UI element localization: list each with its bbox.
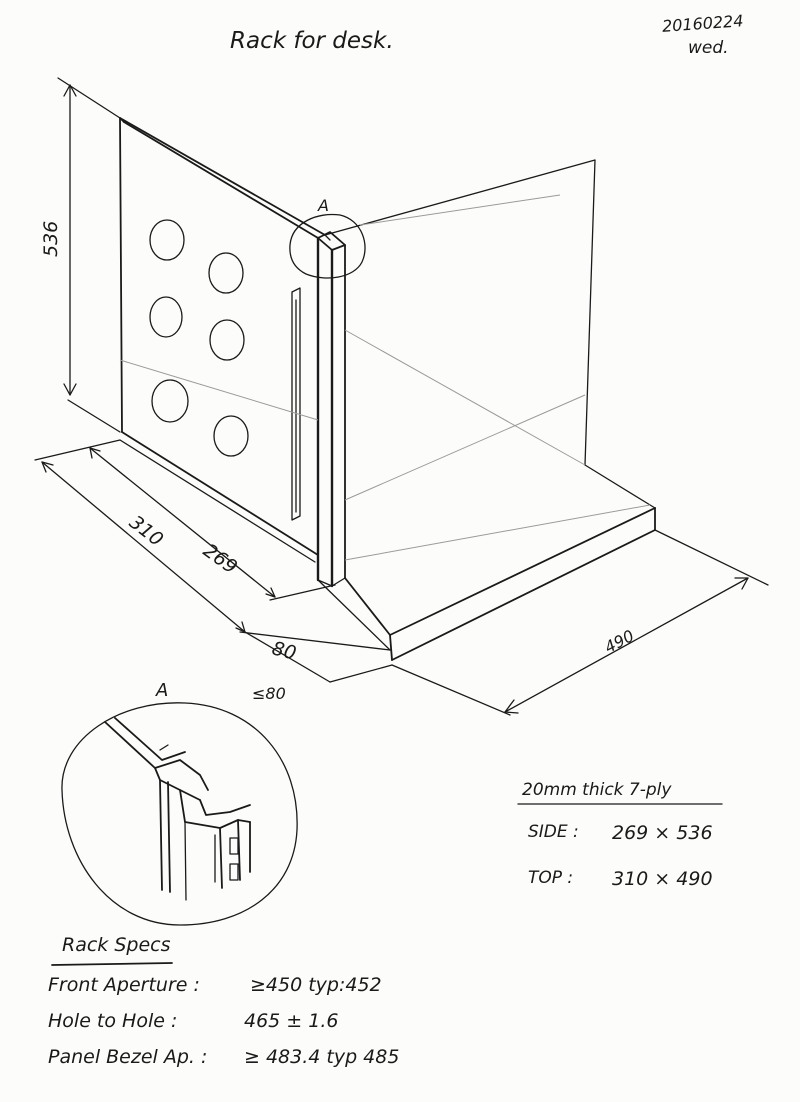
material-side-label: SIDE :: [528, 822, 579, 842]
specs-heading-underline: [51, 962, 173, 966]
vent-hole: [213, 415, 249, 457]
spec-label: Panel Bezel Ap. :: [48, 1046, 208, 1068]
spec-label: Front Aperture :: [48, 974, 200, 996]
construction-lines: [119, 194, 651, 561]
detail-view-label: A: [156, 680, 169, 701]
spec-value: ≥ 483.4 typ 485: [244, 1046, 400, 1068]
vent-holes: [149, 219, 249, 457]
vent-hole: [149, 296, 183, 338]
spec-value: ≥450 typ:452: [250, 974, 382, 996]
dim-label-80-max: ≤80: [252, 684, 286, 703]
dim-label-536: 536: [40, 220, 62, 257]
vent-hole: [151, 379, 189, 423]
spec-value: 465 ± 1.6: [244, 1010, 339, 1032]
weekday: wed.: [688, 38, 729, 58]
dimension-80: [239, 631, 393, 683]
rack-slot: [229, 863, 239, 881]
detail-a-callout: [289, 213, 366, 279]
dimension-269: [89, 447, 336, 601]
detail-a-view: [61, 702, 298, 926]
material-top-value: 310 × 490: [612, 868, 713, 890]
back-side-panel: [324, 159, 596, 466]
material-side-value: 269 × 536: [612, 822, 713, 844]
vent-hole: [209, 319, 245, 361]
top-board: [317, 464, 656, 661]
detail-callout-label: A: [318, 196, 329, 215]
dimension-536: [57, 77, 121, 433]
dimension-490: [391, 529, 769, 716]
page-title: Rack for desk.: [230, 28, 394, 54]
vent-hole: [149, 219, 185, 261]
material-heading: 20mm thick 7-ply: [522, 780, 672, 800]
vent-hole: [208, 252, 244, 294]
material-top-label: TOP :: [528, 868, 574, 888]
rack-slot: [229, 837, 239, 855]
specs-heading: Rack Specs: [62, 934, 171, 956]
rack-rail: [291, 231, 346, 588]
left-side-panel: [119, 117, 326, 563]
spec-label: Hole to Hole :: [48, 1010, 178, 1032]
